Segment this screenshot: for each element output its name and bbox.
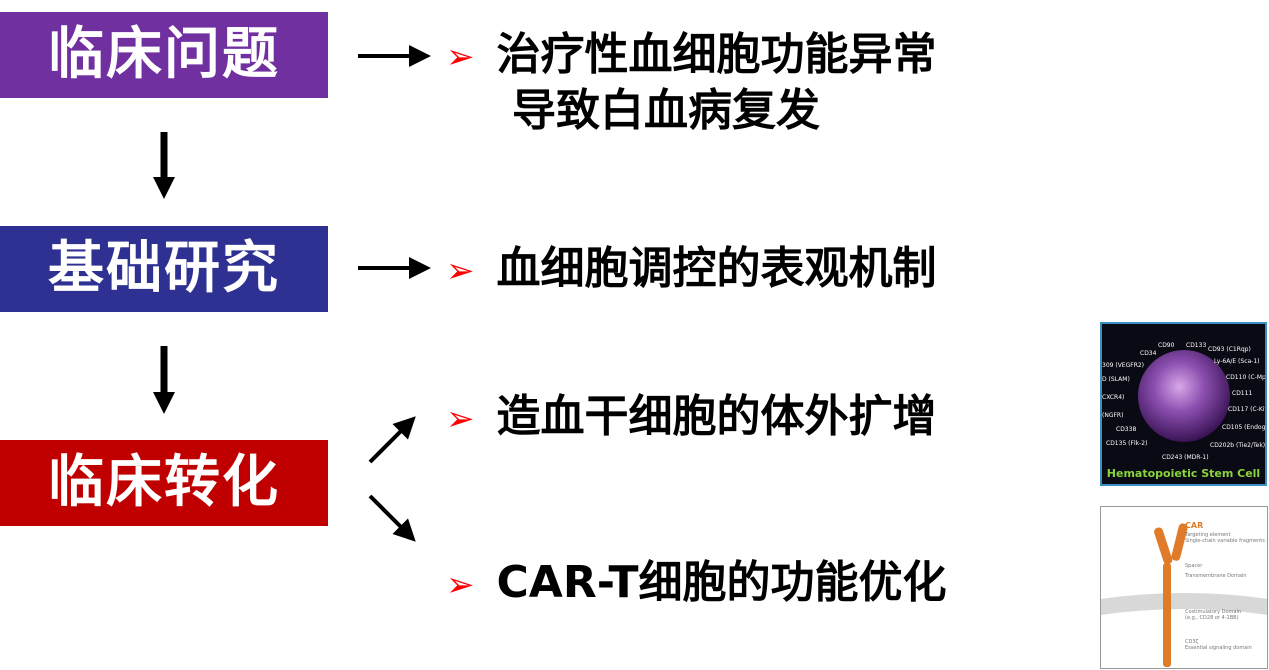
hsc-marker-label: CD135 (Flk-2) [1106,440,1148,447]
bullet-icon: ➢ [446,399,475,439]
car-label: Essential signaling domain [1185,645,1252,651]
item3-text: 造血干细胞的体外扩增 [496,391,937,442]
hsc-marker-label: CD133 [1186,342,1207,349]
hsc-marker-label: D (SLAM) [1102,376,1130,383]
stem-cell-illustration [1138,350,1230,442]
hsc-marker-label: CD243 (MDR-1) [1162,454,1209,461]
item-car-t-optimization: ➢ CAR-T细胞的功能优化 [446,556,947,612]
car-label: Transmembrane Domain [1185,573,1247,579]
hsc-marker-label: CD105 (Endoglin) [1222,424,1267,431]
bullet-icon: ➢ [446,565,475,605]
hsc-marker-label: CD111 [1232,390,1253,397]
hsc-marker-label: 309 (VEGFR2) [1102,362,1145,369]
hsc-marker-label: Ly-6A/E (Sca-1) [1214,358,1260,365]
car-illustration [1101,523,1267,667]
item2-text: 血细胞调控的表观机制 [496,243,937,294]
hsc-marker-label: CXCR4) [1102,394,1125,401]
car-label: Single-chain variable fragments (scFvs) [1185,538,1267,544]
hsc-marker-label: CD90 [1158,342,1175,349]
hsc-marker-label: CD34 [1140,350,1157,357]
item1-line2: 导致白血病复发 [512,85,820,136]
hsc-marker-label: CD110 (C-Mpl) [1226,374,1267,381]
item1-line1: 治疗性血细胞功能异常 [496,29,937,80]
car-label: Targeting element [1185,532,1231,538]
clinical-problem-box: 临床问题 [0,12,328,98]
car-label: (e.g., CD28 or 4-1BB) [1185,615,1239,621]
basic-research-box: 基础研究 [0,226,328,312]
hsc-marker-label: (NGFR) [1102,412,1124,419]
bullet-icon: ➢ [446,251,475,291]
diagonal-up-arrow [368,416,416,464]
car-label: Spacer [1185,563,1203,569]
hsc-marker-label: CD338 [1116,426,1137,433]
clinical-translation-box: 临床转化 [0,440,328,526]
hsc-marker-label: CD93 (C1Rqp) [1208,346,1251,353]
bullet-icon: ➢ [446,37,475,77]
diagonal-down-arrow [368,494,416,542]
hsc-caption: Hematopoietic Stem Cell [1106,467,1261,480]
car-label: CD3ζ [1185,639,1199,645]
item4-text: CAR-T细胞的功能优化 [496,557,947,608]
item-hsc-expansion: ➢ 造血干细胞的体外扩增 [446,390,937,446]
item-hematopoietic-dysfunction: ➢ 治疗性血细胞功能异常 导致白血病复发 [446,28,1086,138]
item-epigenetic-mechanism: ➢ 血细胞调控的表观机制 [446,242,937,298]
car-title: CAR [1185,521,1204,530]
hsc-marker-label: CD117 (C-Kit) [1228,406,1267,413]
hsc-marker-label: CD202b (Tie2/Tek) [1210,442,1266,449]
car-label: Costimulatory Domain [1185,609,1242,615]
